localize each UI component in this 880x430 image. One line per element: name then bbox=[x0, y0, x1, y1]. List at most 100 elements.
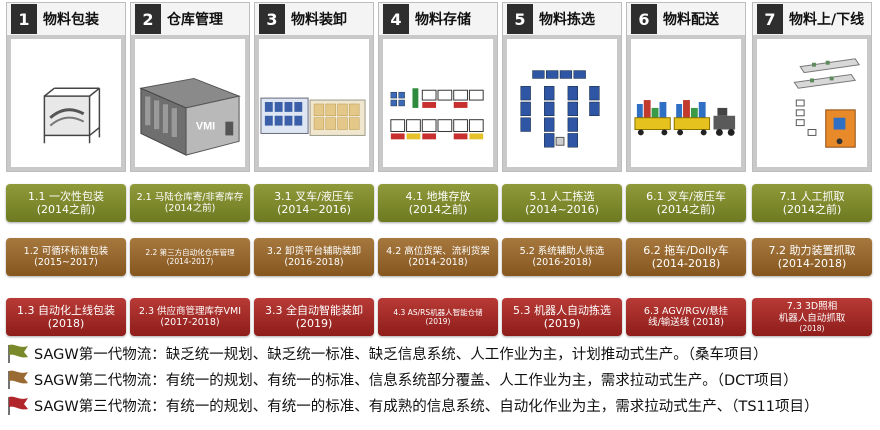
stage-period: (2018) bbox=[799, 323, 825, 333]
stage-period: (2014之前) bbox=[36, 203, 96, 216]
vmi-warehouse-icon: VMI bbox=[135, 39, 245, 167]
gen3-stage: 2.3 供应商管理库存VMI (2017-2018) bbox=[130, 298, 250, 336]
step-number: 4 bbox=[383, 4, 409, 34]
stage-label: 1.3 自动化上线包装 bbox=[17, 303, 115, 317]
step-title: 物料存储 bbox=[415, 12, 471, 28]
legend-text: SAGW第一代物流：缺乏统一规划、缺乏统一标准、缺乏信息系统、人工作业为主，计划… bbox=[34, 346, 768, 363]
stage-label: 3.3 全自动智能装卸 bbox=[265, 303, 363, 317]
stage-period: (2014~2016) bbox=[525, 203, 599, 216]
gen2-stage: 7.2 助力装置抓取 (2014-2018) bbox=[752, 238, 872, 276]
step-card: 3 物料装卸 bbox=[254, 2, 374, 172]
step-card: 2 仓库管理 VMI bbox=[130, 2, 250, 172]
stage-label: 4.1 地堆存放 bbox=[405, 189, 471, 203]
stage-period: (2019) bbox=[425, 317, 451, 326]
stage-period: 线/输送线 (2018) bbox=[648, 317, 724, 328]
gen3-stage: 1.3 自动化上线包装 (2018) bbox=[6, 298, 126, 336]
gen3-stage: 5.3 机器人自动拣选 (2019) bbox=[502, 298, 622, 336]
stage-period: (2014-2017) bbox=[166, 257, 214, 266]
step-header: 2 仓库管理 bbox=[131, 3, 249, 35]
legend-row-gen1: SAGW第一代物流：缺乏统一规划、缺乏统一标准、缺乏信息系统、人工作业为主，计划… bbox=[6, 342, 876, 364]
stage-label: 6.3 AGV/RGV/悬挂 bbox=[643, 305, 729, 317]
stage-label: 6.1 叉车/液压车 bbox=[646, 189, 726, 203]
step-column-5: 5 物料拣选 5.1 人工拣选 (2014~201 bbox=[502, 2, 622, 336]
gen1-stage: 7.1 人工抓取 (2014之前) bbox=[752, 184, 872, 222]
stage-period: (2017-2018) bbox=[160, 317, 220, 328]
legend-text: SAGW第三代物流：有统一的规划、有统一的标准、有成熟的信息系统、自动化作业为主… bbox=[34, 398, 819, 415]
stage-label: 4.2 高位货架、流利货架 bbox=[386, 245, 490, 257]
stage-label: 7.2 助力装置抓取 bbox=[768, 243, 856, 257]
stage-period: (2014~2016) bbox=[277, 203, 351, 216]
stage-label: 1.2 可循环标准包装 bbox=[23, 245, 109, 257]
stage-label: 6.2 拖车/Dolly车 bbox=[643, 243, 729, 257]
step-card: 6 物料配送 bbox=[626, 2, 746, 172]
step-title: 物料上/下线 bbox=[789, 12, 865, 28]
stage-period: (2019) bbox=[295, 317, 333, 330]
stage-label: 2.3 供应商管理库存VMI bbox=[138, 305, 242, 317]
stage-period: 机器人自动抓取 bbox=[778, 312, 846, 324]
stage-period: (2014-2018) bbox=[408, 257, 468, 268]
step-title: 仓库管理 bbox=[167, 12, 223, 28]
gen1-stage: 4.1 地堆存放 (2014之前) bbox=[378, 184, 498, 222]
stage-period: (2018) bbox=[47, 317, 85, 330]
step-card: 4 物料存储 bbox=[378, 2, 498, 172]
step-header: 6 物料配送 bbox=[627, 3, 745, 35]
red-flag-icon bbox=[8, 396, 28, 415]
gen1-stage: 6.1 叉车/液压车 (2014之前) bbox=[626, 184, 746, 222]
stage-period: (2016-2018) bbox=[284, 257, 344, 268]
step-column-2: 2 仓库管理 VMI 2.1 马陆仓库寄/非寄库存 (2014之前) 2.2 第… bbox=[130, 2, 250, 336]
gen2-stage: 1.2 可循环标准包装 (2015~2017) bbox=[6, 238, 126, 276]
stage-period: (2014之前) bbox=[782, 203, 842, 216]
step-header: 1 物料包装 bbox=[7, 3, 125, 35]
gen1-stage: 5.1 人工拣选 (2014~2016) bbox=[502, 184, 622, 222]
stage-label: 2.2 第三方自动化仓库管理 bbox=[145, 248, 235, 257]
step-number: 3 bbox=[259, 4, 285, 34]
gen2-stage: 2.2 第三方自动化仓库管理 (2014-2017) bbox=[130, 238, 250, 276]
step-header: 5 物料拣选 bbox=[503, 3, 621, 35]
stage-period: (2014之前) bbox=[408, 203, 468, 216]
step-title: 物料配送 bbox=[663, 12, 719, 28]
gen1-stage: 2.1 马陆仓库寄/非寄库存 (2014之前) bbox=[130, 184, 250, 222]
stage-period: (2016-2018) bbox=[532, 257, 592, 268]
step-number: 6 bbox=[631, 4, 657, 34]
gen3-stage: 6.3 AGV/RGV/悬挂 线/输送线 (2018) bbox=[626, 298, 746, 336]
gen2-stage: 6.2 拖车/Dolly车 (2014-2018) bbox=[626, 238, 746, 276]
green-flag-icon bbox=[8, 344, 28, 363]
step-number: 5 bbox=[507, 4, 533, 34]
step-column-7: 7 物料上/下线 7.1 人工抓取 (2014之 bbox=[752, 2, 872, 336]
stage-label: 5.2 系统辅助人拣选 bbox=[519, 245, 605, 257]
gen1-stage: 3.1 叉车/液压车 (2014~2016) bbox=[254, 184, 374, 222]
stage-period: (2014之前) bbox=[164, 203, 216, 214]
step-column-1: 1 物料包装 1.1 一次性包装 (2014之前) 1.2 可循环标准 bbox=[6, 2, 126, 336]
storage-racks-icon bbox=[383, 39, 493, 167]
step-header: 3 物料装卸 bbox=[255, 3, 373, 35]
gen3-stage: 7.3 3D照相 机器人自动抓取 (2018) bbox=[752, 298, 872, 336]
step-card: 1 物料包装 bbox=[6, 2, 126, 172]
line-feeding-icon bbox=[757, 39, 867, 167]
stage-period: (2015~2017) bbox=[34, 257, 98, 268]
step-card: 5 物料拣选 bbox=[502, 2, 622, 172]
stage-label: 5.3 机器人自动拣选 bbox=[513, 303, 611, 317]
gen2-stage: 3.2 卸货平台辅助装卸 (2016-2018) bbox=[254, 238, 374, 276]
stage-label: 4.3 AS/RS机器人智能仓储 bbox=[393, 308, 483, 317]
stage-label: 5.1 人工拣选 bbox=[529, 189, 595, 203]
packaging-rack-icon bbox=[11, 39, 121, 167]
stage-label: 1.1 一次性包装 bbox=[28, 189, 104, 203]
stage-label: 3.1 叉车/液压车 bbox=[274, 189, 354, 203]
legend-row-gen2: SAGW第二代物流：有统一的规划、有统一的标准、信息系统部分覆盖、人工作业为主，… bbox=[6, 368, 876, 390]
stage-period: (2014之前) bbox=[656, 203, 716, 216]
stage-period: (2014-2018) bbox=[777, 257, 847, 270]
stage-period: (2019) bbox=[543, 317, 581, 330]
stage-label: 7.3 3D照相 bbox=[786, 301, 838, 313]
step-column-6: 6 物料配送 6.1 叉车/液压车 (2014之前) bbox=[626, 2, 746, 336]
brown-flag-icon bbox=[8, 370, 28, 389]
stage-label: 3.2 卸货平台辅助装卸 bbox=[266, 245, 362, 257]
step-title: 物料拣选 bbox=[539, 12, 595, 28]
step-number: 1 bbox=[11, 4, 37, 34]
step-header: 7 物料上/下线 bbox=[753, 3, 871, 35]
stage-period: (2014-2018) bbox=[651, 257, 721, 270]
gen1-stage: 1.1 一次性包装 (2014之前) bbox=[6, 184, 126, 222]
step-card: 7 物料上/下线 bbox=[752, 2, 872, 172]
gen3-stage: 3.3 全自动智能装卸 (2019) bbox=[254, 298, 374, 336]
tugger-train-icon bbox=[631, 39, 741, 167]
step-number: 7 bbox=[757, 4, 783, 34]
